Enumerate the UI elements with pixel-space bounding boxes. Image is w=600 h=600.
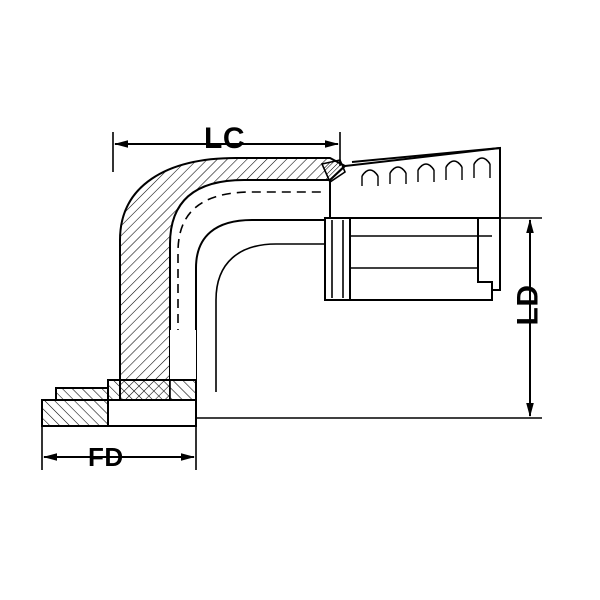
dimension-ld [196,217,542,419]
dimension-label-lc: LC [204,122,245,155]
fitting-body [41,146,501,427]
fitting-outline [323,217,501,301]
elbow-inner-bore-dashed [177,191,322,398]
dimension-label-ld: LD [511,284,545,326]
dimension-label-fd: FD [88,442,124,472]
elbow-sweep-lines [215,243,325,392]
elbow-inner-wall [195,219,325,400]
hose-nipple-barbs [320,146,501,219]
barrel-detail-lines [350,235,492,269]
ferrule-collar [324,217,351,301]
dimension-lc [112,132,341,172]
dimension-fd [41,426,197,470]
flange [41,379,197,427]
dimension-lines [41,132,542,470]
